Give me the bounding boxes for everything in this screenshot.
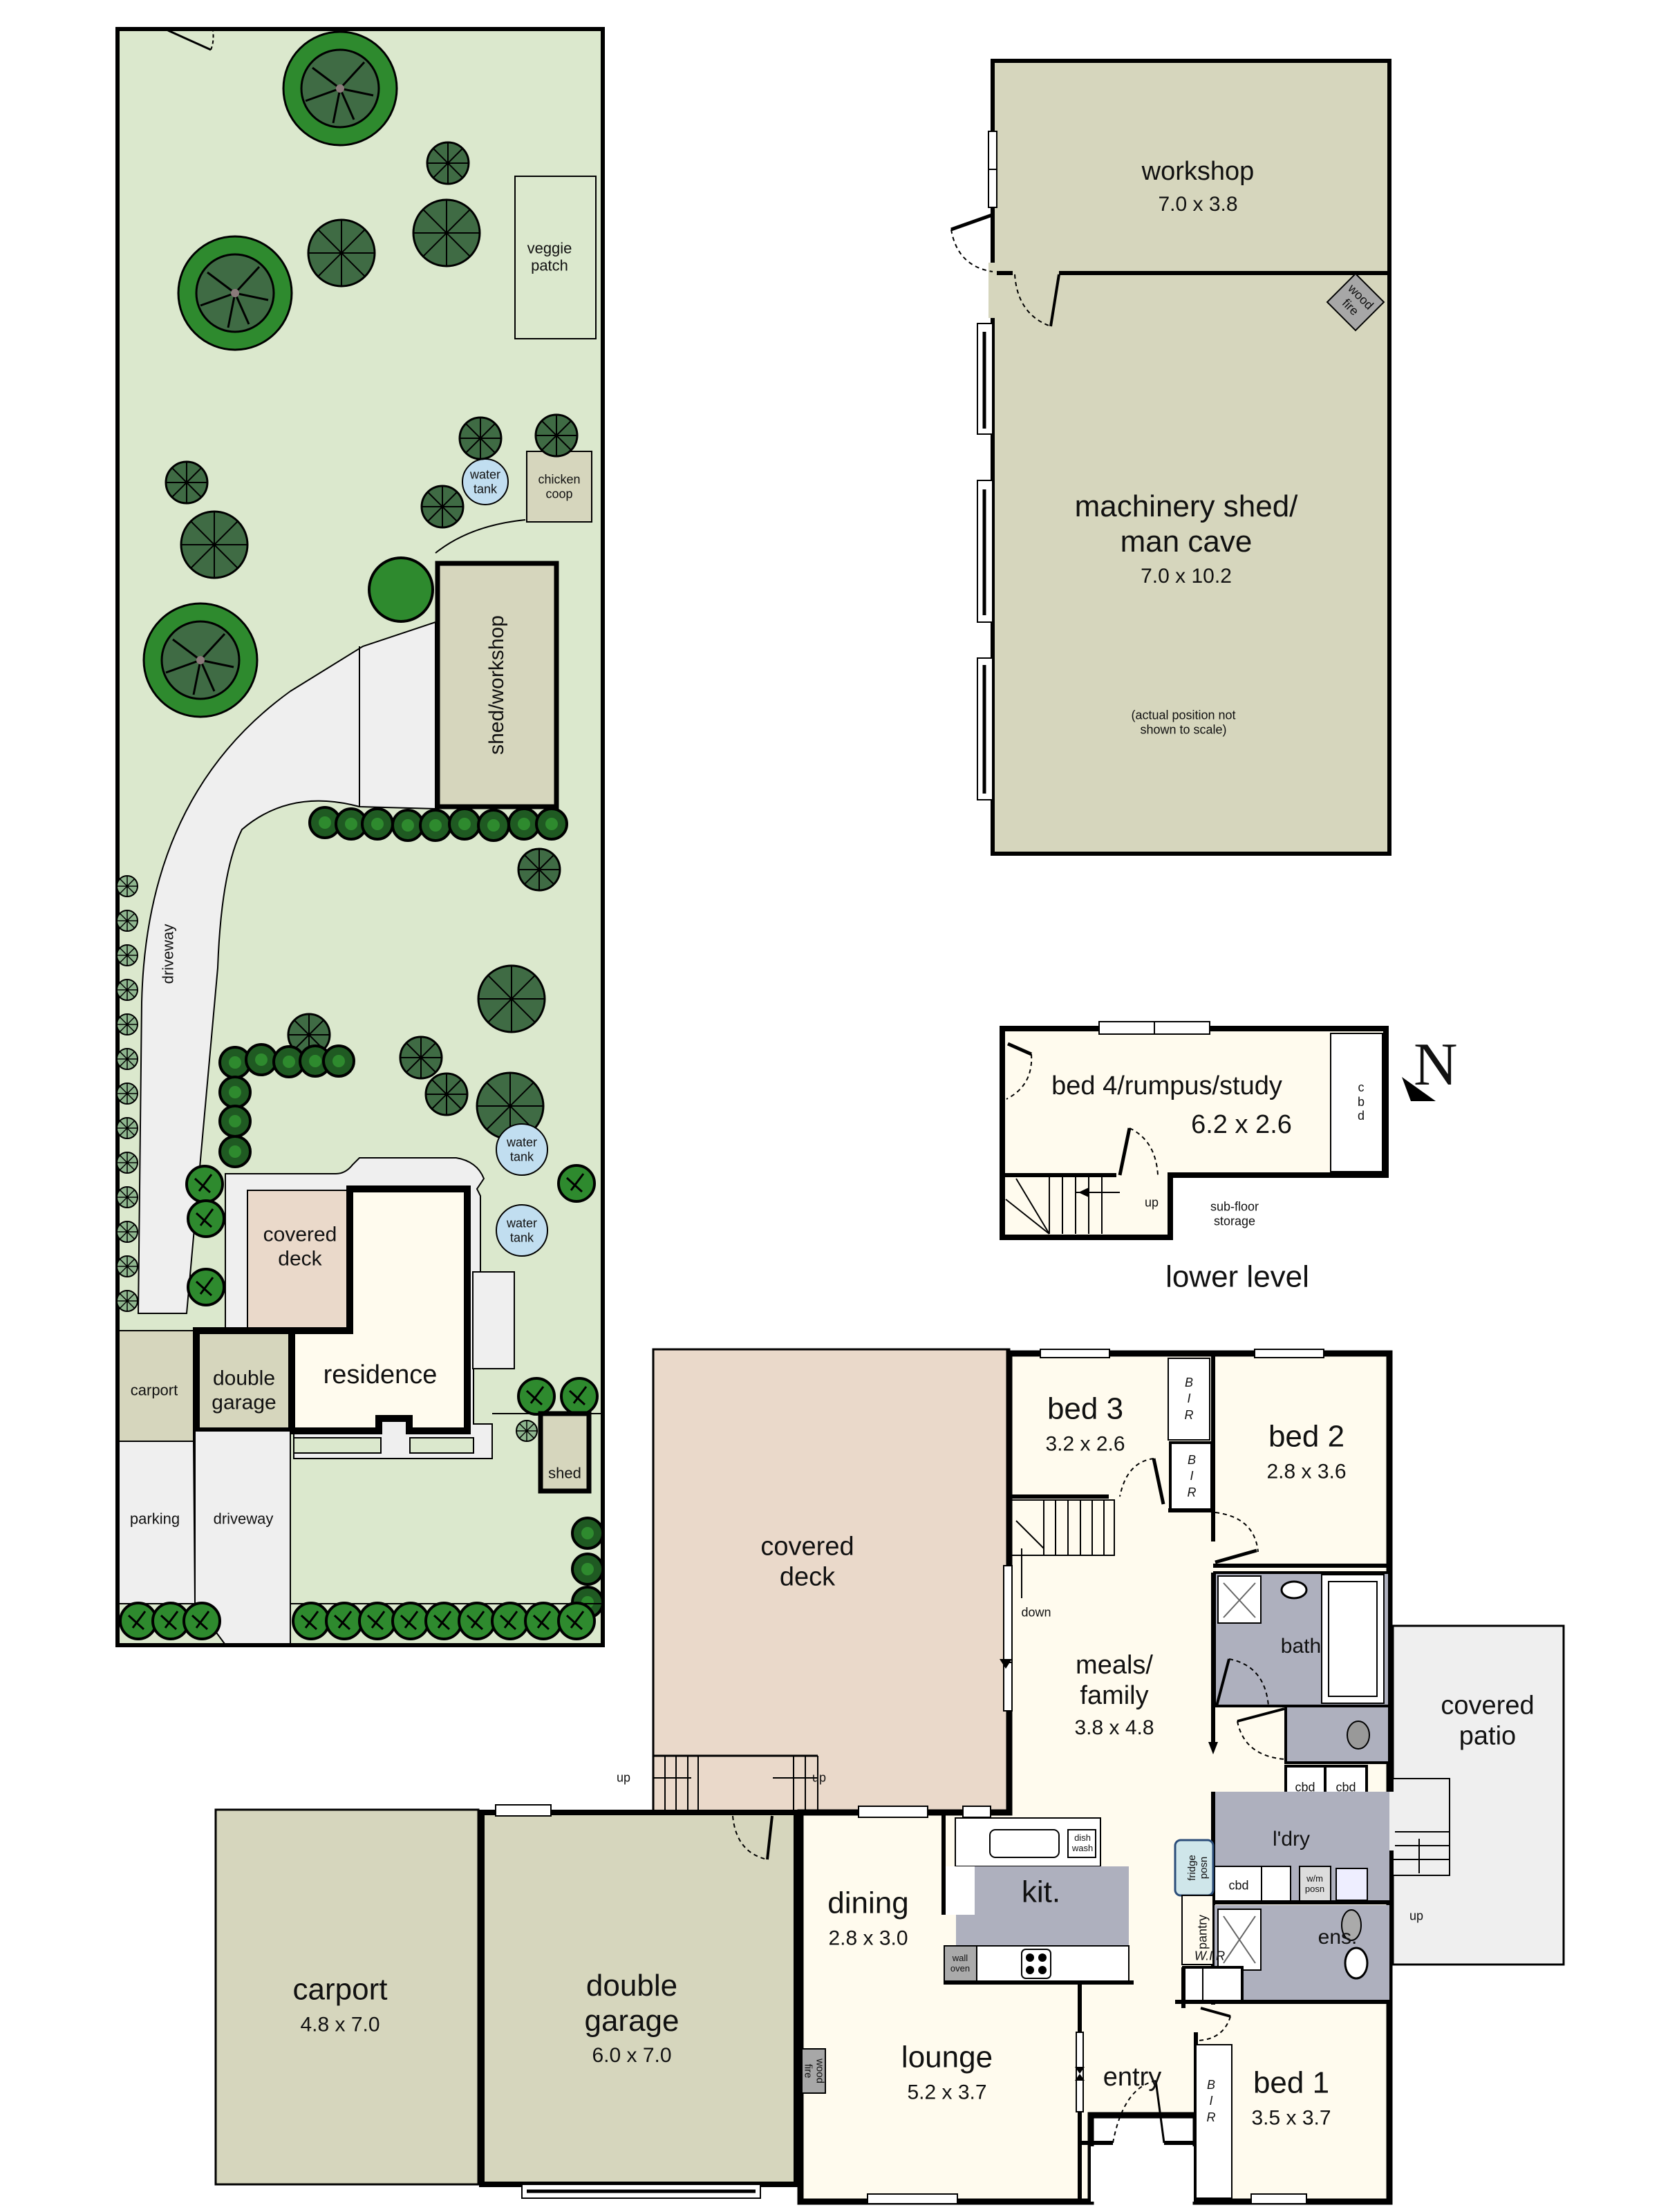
water-tank-label: water tank bbox=[469, 467, 501, 496]
dining-label: dining 2.8 x 3.0 bbox=[827, 1886, 909, 1950]
water-tank-label: water tank bbox=[506, 1135, 538, 1163]
pantry-label: pantry bbox=[1195, 1914, 1210, 1950]
stairs-down-label: down bbox=[1021, 1605, 1051, 1620]
machinery-shed-label: machinery shed/ man cave 7.0 x 10.2 bbox=[1074, 489, 1298, 588]
site-covered-deck-label: covered deck bbox=[263, 1223, 337, 1271]
laundry-label: l'dry bbox=[1272, 1827, 1311, 1850]
outbuilding-plan bbox=[950, 59, 1391, 856]
site-shed-label: shed bbox=[548, 1464, 581, 1482]
site-plan bbox=[115, 27, 605, 1647]
ensuite-label: ens. bbox=[1318, 1925, 1358, 1949]
cbd-label: cbd bbox=[1295, 1780, 1315, 1794]
bed4-rumpus-study-label: bed 4/rumpus/study bbox=[1051, 1071, 1282, 1101]
north-arrow-icon: N bbox=[1414, 1031, 1458, 1098]
lower-level-plan bbox=[1000, 1021, 1436, 1240]
parking-label: parking bbox=[129, 1510, 180, 1528]
site-driveway-label: driveway bbox=[213, 1510, 274, 1528]
site-double-garage-label: double garage bbox=[212, 1367, 276, 1414]
site-carport-label: carport bbox=[130, 1381, 178, 1399]
lower-cbd-label: c b d bbox=[1357, 1080, 1365, 1123]
covered-deck-label: covered deck bbox=[760, 1532, 854, 1591]
bed2-label: bed 2 2.8 x 3.6 bbox=[1266, 1419, 1347, 1483]
driveway-label: driveway bbox=[159, 924, 177, 984]
bir-bed2-label: B I R bbox=[1187, 1452, 1197, 1499]
covered-patio-label: covered patio bbox=[1441, 1691, 1535, 1750]
double-garage-label: double garage 6.0 x 7.0 bbox=[584, 1969, 679, 2068]
bed1-label: bed 1 3.5 x 3.7 bbox=[1251, 2065, 1331, 2130]
washing-machine-position-label: w/m posn bbox=[1304, 1873, 1325, 1894]
wall-oven-label: wall oven bbox=[950, 1953, 971, 1974]
fridge-position-label: fridge posn bbox=[1185, 1855, 1210, 1881]
bed3-label: bed 3 3.2 x 2.6 bbox=[1045, 1391, 1125, 1456]
lounge-wood-fire-label: wood fire bbox=[802, 2059, 826, 2083]
shed-workshop-label: shed/workshop bbox=[485, 615, 508, 755]
carport-label: carport 4.8 x 7.0 bbox=[292, 1972, 388, 2036]
chicken-coop-label: chicken coop bbox=[538, 472, 581, 500]
entry-label: entry bbox=[1103, 2063, 1162, 2092]
lounge-label: lounge 5.2 x 3.7 bbox=[901, 2040, 993, 2104]
dishwasher-label: dish wash bbox=[1071, 1833, 1094, 1853]
patio-stairs-up-label: up bbox=[1409, 1909, 1424, 1923]
scale-note: (actual position not shown to scale) bbox=[1131, 708, 1236, 736]
veggie-patch-label: veggie patch bbox=[527, 239, 572, 274]
deck-stairs-up-label: up bbox=[616, 1770, 631, 1785]
cbd-label: cbd bbox=[1335, 1780, 1356, 1794]
main-floor-plan bbox=[214, 1348, 1565, 2205]
bir-bed3-label: B I R bbox=[1184, 1375, 1194, 1422]
wir-label: W.I.R bbox=[1194, 1949, 1226, 1963]
water-tank-label: water tank bbox=[506, 1216, 538, 1244]
laundry-cbd-label: cbd bbox=[1228, 1878, 1249, 1893]
sub-floor-storage-label: sub-floor storage bbox=[1210, 1199, 1259, 1228]
kitchen-label: kit. bbox=[1021, 1875, 1061, 1909]
bir-bed1-label: B I R bbox=[1206, 2077, 1216, 2124]
lower-stairs-up-label: up bbox=[1144, 1195, 1159, 1210]
meals-family-label: meals/ family 3.8 x 4.8 bbox=[1074, 1651, 1154, 1740]
workshop-label: workshop 7.0 x 3.8 bbox=[1141, 156, 1255, 216]
lower-level-title: lower level bbox=[1165, 1259, 1309, 1294]
bath-label: bath bbox=[1280, 1634, 1322, 1658]
deck-stairs-up-label: up bbox=[812, 1770, 827, 1785]
bed4-dims: 6.2 x 2.6 bbox=[1191, 1110, 1292, 1140]
site-residence-label: residence bbox=[323, 1360, 438, 1390]
